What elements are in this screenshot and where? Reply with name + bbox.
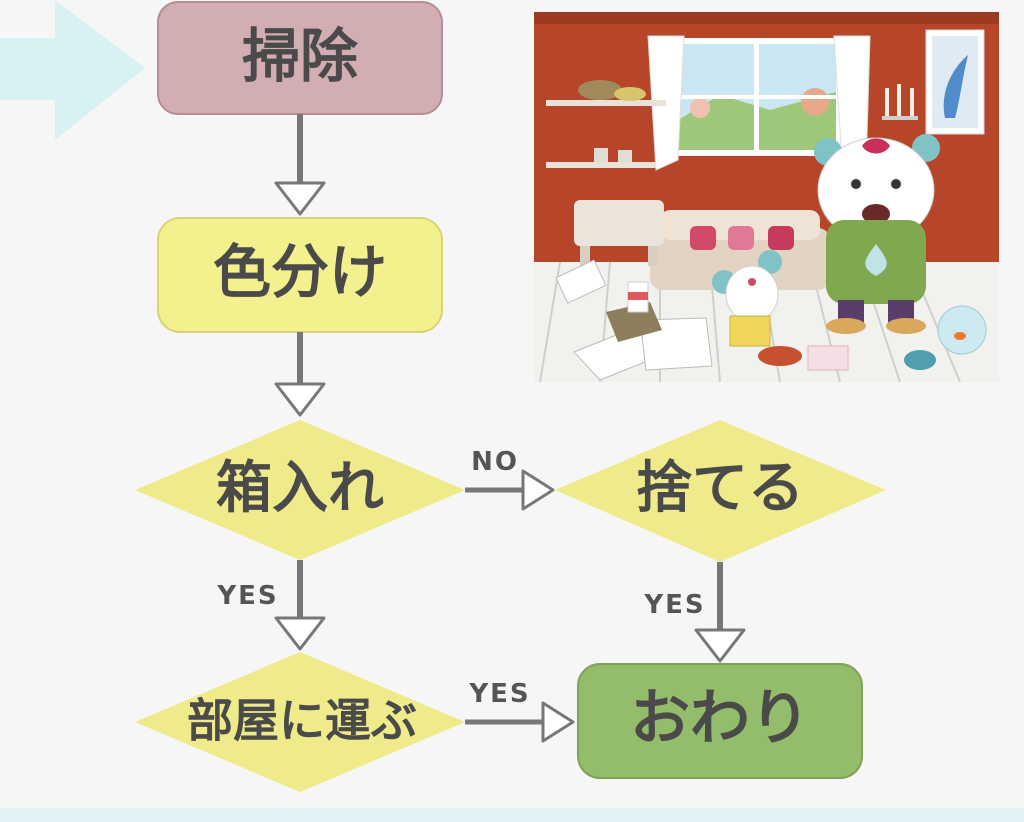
bear-character-icon <box>814 134 940 334</box>
node-throw-away: 捨てる <box>555 420 886 562</box>
node-sort-colors: 色分け <box>157 217 443 333</box>
connector-cleaning-to-sort <box>274 114 326 216</box>
pointer-arrow-icon <box>0 0 145 140</box>
connector-box-to-throw: NO <box>465 447 555 511</box>
edge-label-yes-left: YES <box>216 581 278 611</box>
edge-label-no: NO <box>471 447 519 477</box>
connector-box-to-carry: YES <box>216 560 326 651</box>
sofa-icon <box>650 210 830 290</box>
messy-room-illustration <box>534 12 999 383</box>
node-box: 箱入れ <box>135 420 465 560</box>
node-throw-away-label: 捨てる <box>636 456 804 521</box>
fishbowl-icon <box>937 305 987 355</box>
node-finish-label: おわり <box>630 684 810 754</box>
node-box-label: 箱入れ <box>216 456 384 521</box>
connector-sort-to-box <box>274 332 326 417</box>
node-carry-to-room-label: 部屋に運ぶ <box>187 694 417 748</box>
node-cleaning-label: 掃除 <box>242 22 359 90</box>
node-finish: おわり <box>577 663 863 779</box>
edge-label-yes-right: YES <box>643 590 705 620</box>
node-carry-to-room: 部屋に運ぶ <box>135 652 465 792</box>
edge-label-yes-bottom: YES <box>468 679 530 709</box>
dolphin-picture-icon <box>925 29 985 135</box>
node-cleaning: 掃除 <box>157 1 443 115</box>
node-sort-colors-label: 色分け <box>213 238 387 306</box>
small-mouse-icon <box>712 250 802 366</box>
bottom-bar <box>0 808 1024 822</box>
connector-carry-to-finish: YES <box>465 679 575 743</box>
connector-throw-to-finish: YES <box>643 562 746 663</box>
